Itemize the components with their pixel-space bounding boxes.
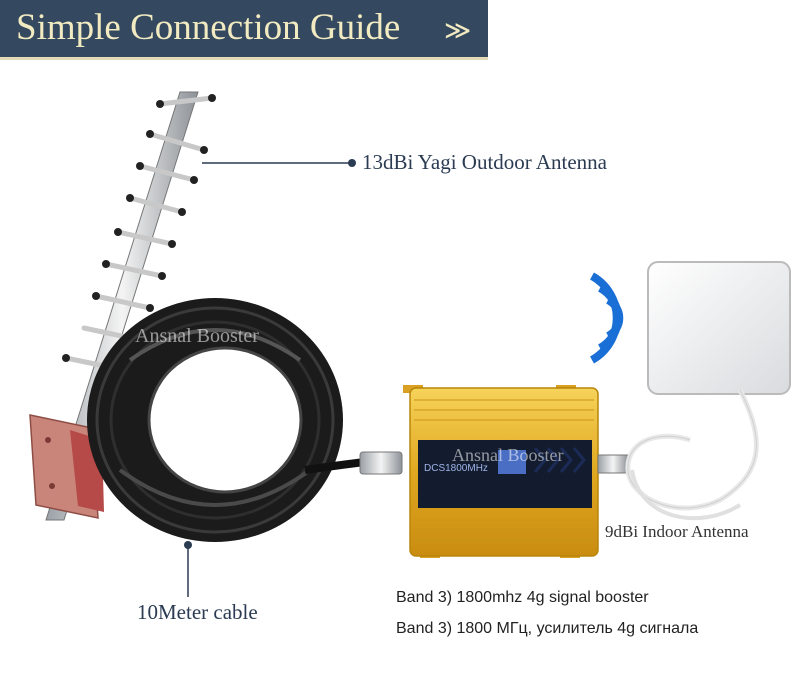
yagi-antenna-label: 13dBi Yagi Outdoor Antenna (362, 150, 608, 174)
band-description-english: Band 3) 1800mhz 4g signal booster (396, 589, 649, 606)
header-title: Simple Connection Guide (16, 7, 401, 48)
band-description-russian: Band 3) 1800 МГц, усилитель 4g сигнала (396, 620, 699, 637)
yagi-antenna-image (29, 91, 216, 521)
booster-watermark: Ansnal Booster (452, 445, 564, 465)
cable-label: 10Meter cable (137, 600, 258, 624)
yagi-callout-dot (348, 159, 356, 167)
coil-watermark: Ansnal Booster (135, 325, 259, 347)
header-banner: Simple Connection Guide ≫ (0, 0, 488, 60)
booster-screen-text: DCS1800MHz (424, 463, 488, 474)
signal-booster-image (403, 385, 629, 558)
wifi-signal-icon (589, 272, 624, 364)
cable-callout-dot (184, 541, 192, 549)
cable-coil-image (87, 298, 403, 542)
double-chevron-icon: ≫ (444, 16, 472, 45)
indoor-antenna-image (625, 261, 791, 521)
indoor-antenna-label: 9dBi Indoor Antenna (605, 522, 749, 541)
